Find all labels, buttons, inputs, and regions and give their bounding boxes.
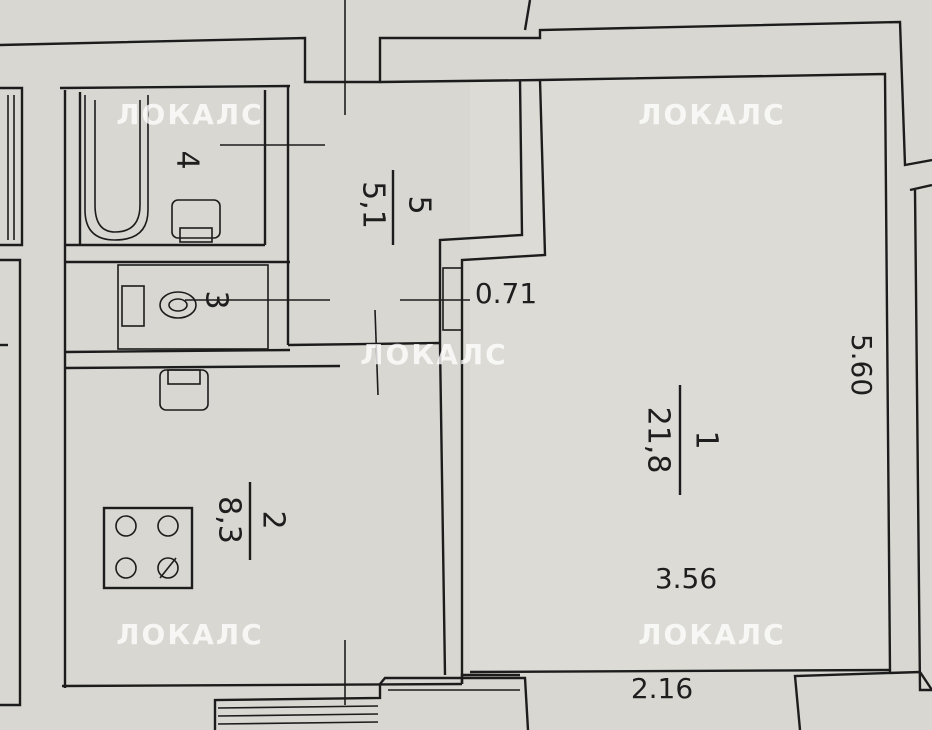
interior-walls — [63, 79, 547, 688]
sink — [171, 199, 221, 243]
stove — [102, 506, 194, 590]
room-3-number: 3 — [199, 290, 234, 309]
bathtub — [84, 95, 149, 241]
toilet — [121, 285, 197, 327]
dimension-room-width: 3.56 — [655, 562, 717, 595]
watermark-5: ЛОКАЛС — [638, 618, 785, 651]
room-1-number: 1 — [689, 430, 724, 449]
watermark-3: ЛОКАЛС — [360, 338, 507, 371]
dimension-opening-width: 0.71 — [475, 277, 537, 310]
kitchen-sink — [159, 369, 209, 411]
room-4-number: 4 — [170, 150, 205, 169]
toilet-room-frame — [117, 264, 269, 350]
room-2-area: 8,3 — [212, 496, 247, 544]
watermark-4: ЛОКАЛС — [116, 618, 263, 651]
paper-shade — [470, 80, 890, 670]
room-5-area: 5,1 — [356, 181, 391, 229]
dimension-balcony-width: 2.16 — [631, 672, 693, 705]
watermark-2: ЛОКАЛС — [638, 98, 785, 131]
room-1-area: 21,8 — [641, 407, 676, 474]
openings — [7, 0, 520, 725]
watermark-1: ЛОКАЛС — [116, 98, 263, 131]
room-5-number: 5 — [402, 195, 437, 214]
dimension-room-length: 5.60 — [845, 334, 878, 396]
door-jamb — [442, 267, 463, 331]
room-2-number: 2 — [256, 510, 291, 529]
